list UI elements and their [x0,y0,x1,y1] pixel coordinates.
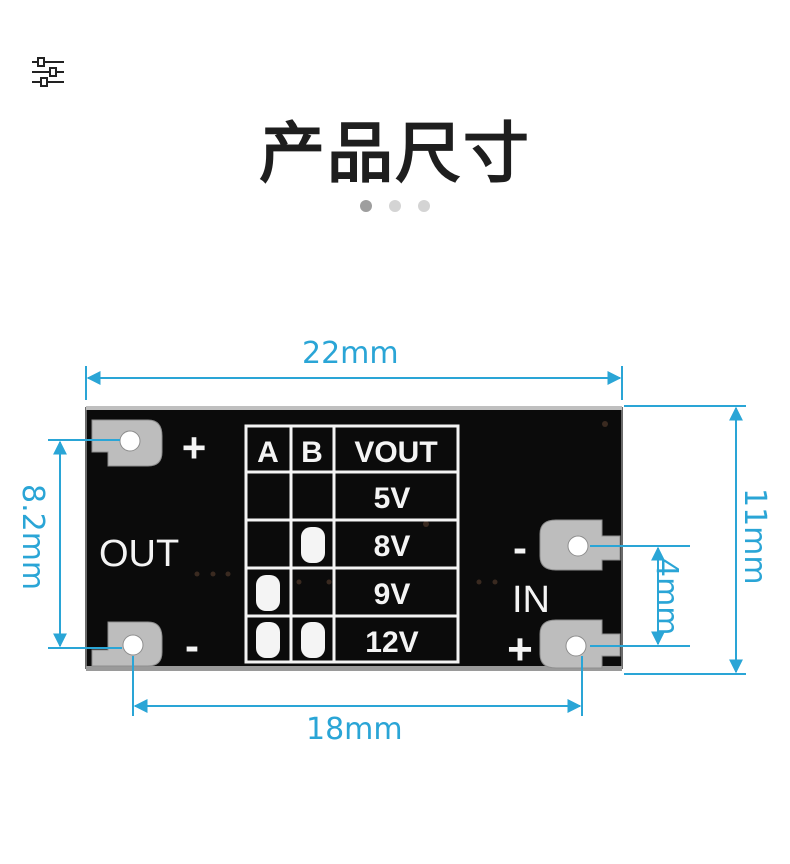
vout-table [244,424,460,664]
jumper-b-8v [301,527,325,563]
width-dimension-label: 22mm [302,336,399,371]
hole-spacing-dimension-label: 18mm [306,712,403,747]
carousel-dot-3[interactable] [418,200,430,212]
vout-table-headers: A B VOUT [257,436,438,469]
in-label: IN [512,579,550,621]
jumper-b-12v [301,622,325,658]
jumper-a-12v [256,622,280,658]
vout-row-12v: 12V [365,626,418,659]
pad-in-minus [539,519,621,571]
vout-table-values: 5V 8V 9V 12V [365,482,418,659]
carousel-dot-1[interactable] [360,200,372,212]
out-spacing-dimension-label: 8.2mm [15,484,50,591]
pad-out-minus [91,621,163,667]
in-spacing-dimension-label: 4mm [649,558,684,636]
in-minus-label: - [513,524,527,571]
out-plus-label: + [182,424,207,471]
in-plus-label: + [507,625,533,674]
vout-row-5v: 5V [374,482,411,515]
filter-settings-icon[interactable] [30,54,66,88]
carousel-dot-2[interactable] [389,200,401,212]
page-title: 产品尺寸 [259,115,531,192]
table-header-a: A [257,436,279,469]
vout-row-9v: 9V [374,578,411,611]
carousel-indicator [0,200,790,212]
table-header-b: B [301,436,323,469]
pad-out-plus [91,419,163,467]
jumper-a-9v [256,575,280,611]
vout-row-8v: 8V [374,530,411,563]
table-header-vout: VOUT [354,436,437,469]
out-minus-label: - [185,622,199,669]
height-dimension-label: 11mm [737,488,772,585]
pad-in-plus [539,619,621,669]
out-label: OUT [99,533,179,575]
